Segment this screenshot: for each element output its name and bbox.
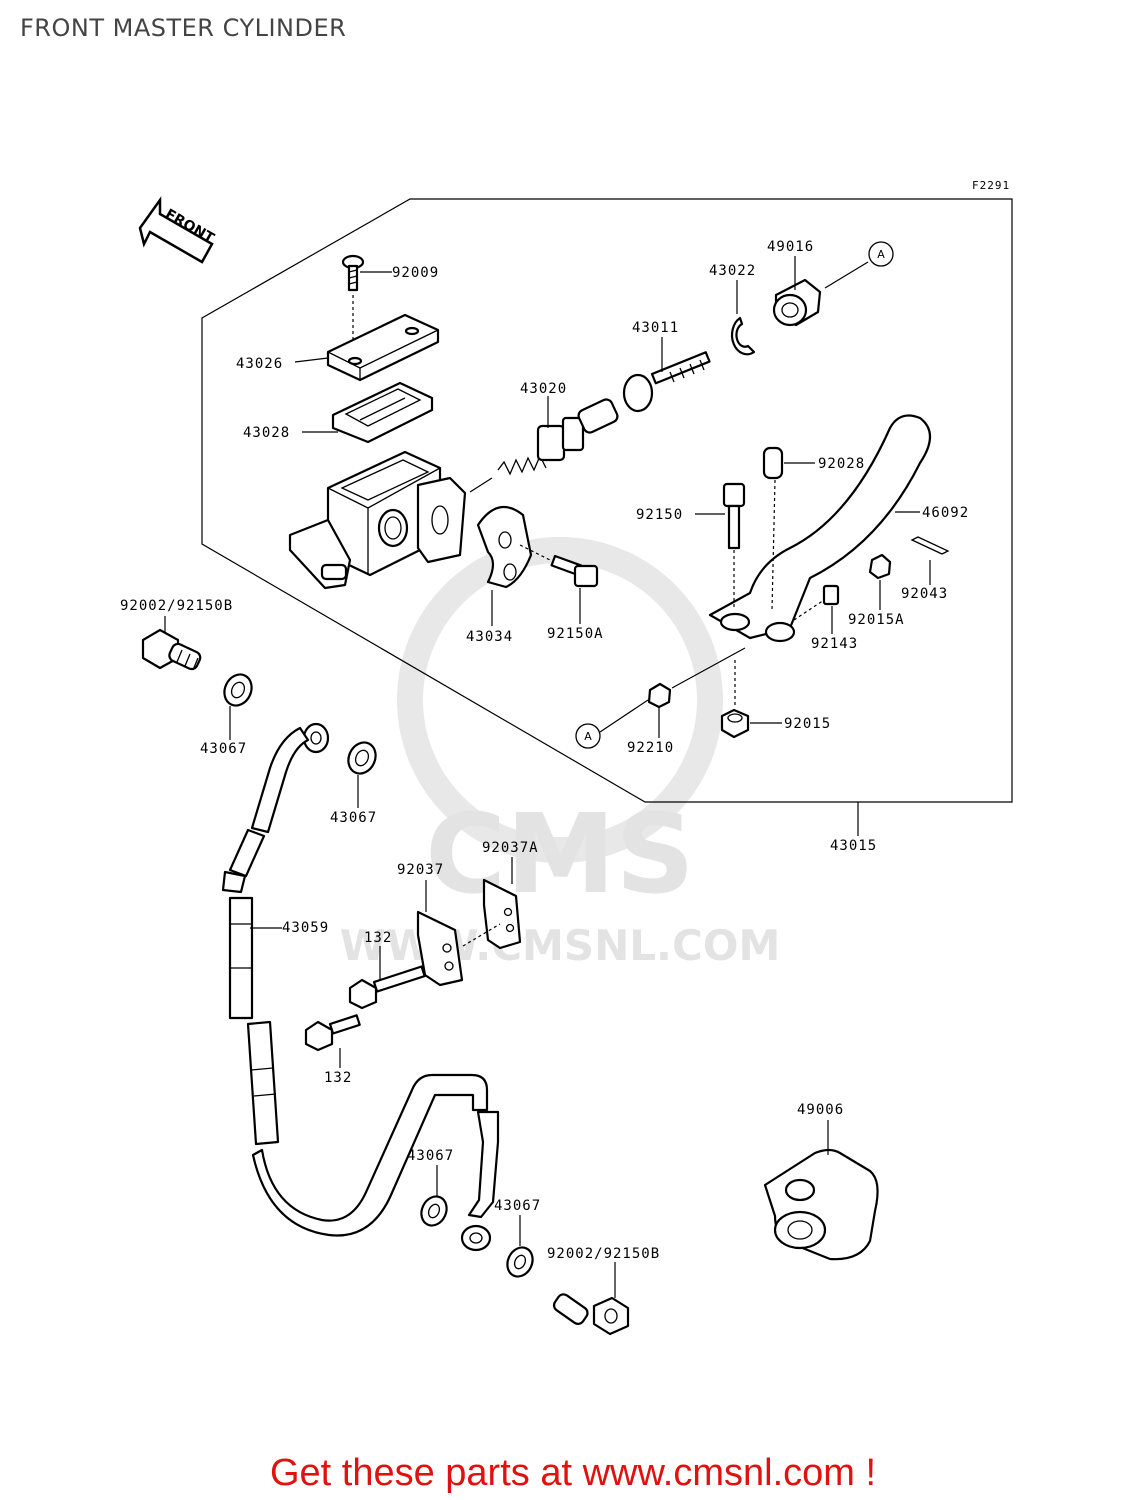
label-49006: 49006 (797, 1102, 844, 1118)
label-92037A: 92037A (482, 840, 539, 856)
label-43022: 43022 (709, 263, 756, 279)
label-49016: 49016 (767, 239, 814, 255)
push-rod-43011-icon (622, 351, 711, 413)
page-title: FRONT MASTER CYLINDER (20, 14, 347, 42)
watermark-ring (397, 537, 723, 863)
washer-43067-d-icon (506, 1246, 534, 1278)
bolt-132-b-icon (304, 1014, 361, 1052)
label-43034: 43034 (466, 629, 513, 645)
circlip-43022-icon (730, 316, 756, 356)
footer-link[interactable]: Get these parts at www.cmsnl.com ! (269, 1452, 877, 1494)
label-43026: 43026 (236, 356, 283, 372)
diaphragm-43028-icon (331, 381, 434, 444)
washer-43067-c-icon (420, 1195, 448, 1227)
label-92015: 92015 (784, 716, 831, 732)
label-43067-b: 43067 (330, 810, 377, 826)
figure-code: F2291 (972, 179, 1010, 192)
label-92002-top: 92002/92150B (120, 598, 233, 614)
nut-92210-icon (647, 682, 672, 709)
screw-92009-icon (341, 254, 365, 292)
adjuster-92143-icon (822, 584, 840, 606)
label-46092: 46092 (922, 505, 969, 521)
banjo-bolt-top-icon (141, 628, 202, 671)
svg-text:A: A (877, 248, 885, 261)
label-43067-a: 43067 (200, 741, 247, 757)
nut-92015A-icon (868, 553, 892, 580)
reservoir-cap-43026-icon (326, 313, 440, 382)
label-43028: 43028 (243, 425, 290, 441)
assembly-outline (201, 198, 1013, 803)
label-92143: 92143 (811, 636, 858, 652)
label-92150A: 92150A (547, 626, 604, 642)
master-cylinder-body-icon (288, 450, 493, 590)
brake-lever-46092-icon (708, 414, 932, 643)
svg-text:A: A (584, 730, 592, 743)
label-43020: 43020 (520, 381, 567, 397)
banjo-bolt-bottom-icon (552, 1293, 630, 1336)
front-arrow-icon: FRONT (138, 196, 217, 264)
label-92002-bottom: 92002/92150B (547, 1246, 660, 1262)
label-92028: 92028 (818, 456, 865, 472)
bushing-92028-icon (762, 446, 784, 480)
label-92150: 92150 (636, 507, 683, 523)
ref-marker-a-top: A (868, 241, 894, 267)
label-43067-c: 43067 (407, 1148, 454, 1164)
watermark-brand: CMS (425, 790, 694, 918)
switch-49006-icon (763, 1148, 879, 1261)
label-43011: 43011 (632, 320, 679, 336)
nut-92015-icon (720, 708, 750, 739)
label-43015: 43015 (830, 838, 877, 854)
bolt-92150A-icon (550, 554, 599, 588)
label-92037: 92037 (397, 862, 444, 878)
label-92009: 92009 (392, 265, 439, 281)
bracket-92037A-icon (482, 878, 522, 950)
washer-43067-a-icon (223, 673, 253, 707)
label-132-b: 132 (324, 1070, 352, 1086)
piston-43020-icon (497, 398, 619, 476)
ref-marker-a-bottom: A (575, 723, 601, 749)
brake-hose-43059-icon (221, 722, 500, 1252)
label-92210: 92210 (627, 740, 674, 756)
label-43059: 43059 (282, 920, 329, 936)
label-43067-d: 43067 (494, 1198, 541, 1214)
clamp-43034-icon (476, 505, 533, 589)
label-132-a: 132 (364, 930, 392, 946)
watermark: CMS WWW.CMSNL.COM (340, 537, 781, 970)
washer-43067-b-icon (347, 741, 377, 775)
boot-49016-icon (772, 278, 822, 327)
bracket-92037-icon (416, 910, 464, 987)
watermark-site: WWW.CMSNL.COM (340, 921, 781, 970)
label-92015A: 92015A (848, 612, 905, 628)
cotter-pin-92043-icon (910, 536, 950, 555)
bolt-132-a-icon (348, 965, 426, 1010)
label-92043: 92043 (901, 586, 948, 602)
pivot-bolt-92150-icon (722, 482, 746, 550)
